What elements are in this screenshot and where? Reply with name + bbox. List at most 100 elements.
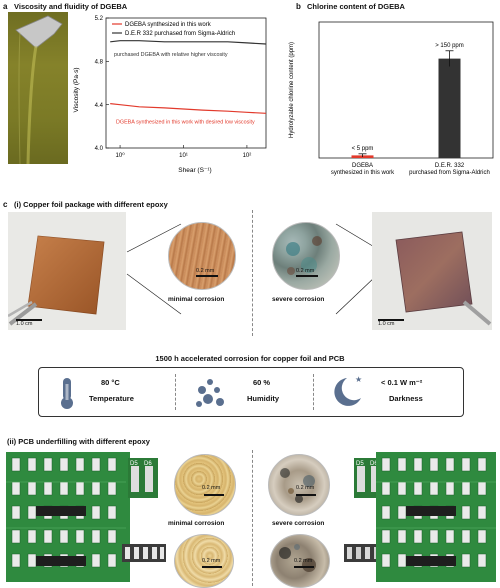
viscosity-y-tick-label: 5.2 [95, 16, 104, 22]
pcb-pad [429, 481, 439, 496]
viscosity-y-tick-label: 4.4 [95, 103, 104, 109]
pcb-photo-left [6, 452, 130, 582]
caption-severe-corrosion-pcb: severe corrosion [272, 520, 325, 527]
scale-bar-right [378, 319, 404, 321]
scale-bar-micro-5 [296, 494, 316, 496]
pcb-pad [381, 553, 391, 568]
pcb-pad [91, 457, 101, 472]
scale-label-micro-6: 0.2 mm [294, 558, 313, 564]
chlorine-y-axis-label: Hydrolyzable chlorine content (ppm) [289, 42, 295, 138]
epoxy-drip-photo [8, 12, 68, 164]
pcb-chip [406, 506, 456, 516]
pcb-micrograph-minimal-top [174, 454, 236, 516]
pcb-d6-label-right: D6 [370, 461, 378, 467]
scale-bar-micro-1 [196, 275, 218, 277]
panel-c-sub-ii: (ii) PCB underfilling with different epo… [7, 437, 150, 446]
legend-entry-1: DGEBA synthesized in this work [125, 22, 212, 28]
thermometer-icon [61, 378, 73, 409]
panel-b-title: Chlorine content of DGEBA [307, 2, 405, 11]
pcb-chip [36, 556, 86, 566]
pcb-d6-label-left: D6 [144, 461, 152, 467]
pcb-pad [477, 505, 487, 520]
pcb-pad [477, 481, 487, 496]
humidity-icon [196, 379, 224, 407]
chlorine-data-label-1: < 5 ppm [352, 146, 374, 152]
chlorine-data-label-2: > 150 ppm [435, 43, 464, 49]
zoom-lines-left [126, 223, 182, 315]
pcb-micrograph-severe-top [268, 454, 330, 516]
copper-micrograph-minimal [168, 222, 236, 290]
pcb-pad [59, 529, 69, 544]
pcb-pad [381, 505, 391, 520]
pcb-pad [91, 553, 101, 568]
chlorine-x-tick-label-1: synthesized in this work [331, 170, 395, 176]
temperature-value: 80 °C [101, 378, 120, 387]
panel-c-letter: c [3, 200, 8, 209]
pcb-pad [397, 457, 407, 472]
pcb-pad [461, 529, 471, 544]
viscosity-y-tick-label: 4.0 [95, 146, 104, 152]
pcb-pad [397, 505, 407, 520]
pcb-chip-zoom-left-top: D5 D6 [128, 458, 158, 498]
conditions-box: 80 °C Temperature 60 % Humidity ★ < 0.1 … [38, 367, 464, 417]
pcb-pad [43, 529, 53, 544]
viscosity-plot-frame [105, 17, 267, 149]
pcb-pad [381, 481, 391, 496]
pcb-pad [381, 529, 391, 544]
divider-foil [252, 210, 253, 336]
pcb-pad [445, 457, 455, 472]
scale-label-micro-1: 0.2 mm [196, 268, 215, 274]
caption-minimal-corrosion-foil: minimal corrosion [168, 296, 225, 303]
pcb-pad [11, 553, 21, 568]
viscosity-y-axis-label: Viscosity (Pa·s) [73, 67, 80, 112]
humidity-label: Humidity [247, 394, 280, 403]
pcb-pad [429, 457, 439, 472]
pcb-pad [11, 481, 21, 496]
scale-bar-micro-2 [296, 275, 318, 277]
pcb-pad [413, 529, 423, 544]
pcb-pad [477, 529, 487, 544]
pcb-photo-right [376, 452, 496, 582]
pcb-pad [27, 481, 37, 496]
pcb-pad [397, 529, 407, 544]
scale-label-micro-5: 0.2 mm [296, 485, 315, 491]
darkness-label: Darkness [389, 394, 423, 403]
pcb-pad [27, 529, 37, 544]
pcb-pad [477, 553, 487, 568]
caption-severe-corrosion-foil: severe corrosion [272, 296, 325, 303]
viscosity-y-tick-label: 4.8 [95, 60, 104, 66]
chlorine-bar-2 [438, 58, 461, 158]
pcb-pad [27, 457, 37, 472]
pcb-d5-label-right: D5 [356, 461, 364, 467]
pcb-pad [397, 481, 407, 496]
humidity-value: 60 % [253, 378, 271, 387]
moon-icon: ★ [334, 375, 362, 406]
panel-a-title: Viscosity and fluidity of DGEBA [14, 2, 128, 11]
pcb-pad [91, 505, 101, 520]
chlorine-x-tick-label-2: D.E.R. 332 [435, 163, 465, 169]
pcb-pad [59, 481, 69, 496]
zoom-lines-right [335, 223, 377, 315]
pcb-pad [75, 481, 85, 496]
viscosity-chart: Viscosity (Pa·s) Shear (S⁻¹) 4.04.44.85.… [73, 16, 267, 174]
conditions-divider-1 [175, 374, 176, 410]
scale-label-micro-4: 0.2 mm [202, 558, 221, 564]
pcb-pad [429, 529, 439, 544]
copper-foil-photo-left [8, 212, 126, 330]
pcb-pad [11, 505, 21, 520]
chlorine-chart: Hydrolyzable chlorine content (ppm) < 5 … [289, 21, 494, 176]
temperature-label: Temperature [89, 394, 134, 403]
pcb-pad [43, 481, 53, 496]
chlorine-x-tick-label-1: DGEBA [352, 163, 373, 169]
pcb-pad [397, 553, 407, 568]
scale-label-micro-2: 0.2 mm [296, 268, 315, 274]
chlorine-plot-frame [318, 21, 494, 159]
divider-pcb [252, 450, 253, 586]
pcb-micrograph-severe-bottom [270, 534, 330, 588]
pcb-pad [107, 529, 117, 544]
copper-micrograph-severe [272, 222, 340, 290]
scale-label-micro-3: 0.2 mm [202, 485, 221, 491]
scale-label-right: 1.0 cm [378, 321, 395, 327]
conditions-title: 1500 h accelerated corrosion for copper … [155, 354, 345, 363]
scale-bar-micro-6 [294, 566, 314, 568]
